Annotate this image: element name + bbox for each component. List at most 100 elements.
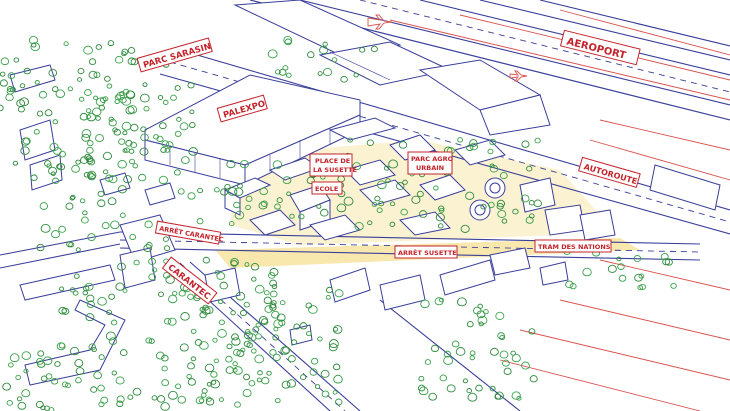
tree-icon bbox=[263, 296, 272, 305]
tree-icon bbox=[438, 207, 445, 213]
tree-icon bbox=[79, 112, 88, 121]
tree-icon bbox=[469, 350, 476, 356]
tree-icon bbox=[108, 118, 117, 127]
tree-icon bbox=[466, 321, 474, 328]
tree-icon bbox=[286, 379, 297, 388]
tree-icon bbox=[213, 187, 220, 193]
tree-icon bbox=[55, 89, 66, 98]
tree-icon bbox=[39, 202, 49, 210]
tree-icon bbox=[127, 47, 136, 54]
tree-icon bbox=[22, 137, 31, 145]
tree-icon bbox=[5, 93, 14, 102]
tree-icon bbox=[435, 213, 445, 222]
tree-icon bbox=[0, 71, 6, 77]
tree-icon bbox=[75, 377, 82, 384]
tree-icon bbox=[239, 309, 247, 317]
tree-icon bbox=[298, 213, 305, 220]
tree-icon bbox=[87, 233, 96, 241]
tree-icon bbox=[328, 339, 339, 348]
tree-icon bbox=[52, 119, 59, 125]
tree-icon bbox=[499, 350, 509, 359]
tree-icon bbox=[489, 164, 499, 173]
tree-icon bbox=[272, 160, 283, 169]
tree-icon bbox=[307, 51, 315, 59]
tree-icon bbox=[181, 156, 190, 164]
tree-icon bbox=[343, 196, 354, 206]
tree-icon bbox=[254, 284, 265, 294]
tree-icon bbox=[252, 326, 260, 333]
tree-icon bbox=[78, 96, 85, 102]
tree-icon bbox=[282, 346, 291, 354]
tree-icon bbox=[71, 164, 80, 173]
tree-icon bbox=[201, 392, 207, 398]
tree-icon bbox=[179, 122, 189, 131]
tree-icon bbox=[82, 210, 88, 216]
tree-icon bbox=[116, 400, 124, 407]
tree-icon bbox=[108, 175, 118, 184]
tree-icon bbox=[115, 282, 125, 291]
tree-icon bbox=[177, 188, 185, 195]
tree-icon bbox=[194, 339, 203, 346]
tree-icon bbox=[2, 382, 11, 391]
label-autoroute: AUTOROUTE bbox=[578, 156, 641, 188]
tree-icon bbox=[6, 400, 13, 406]
tree-icon bbox=[58, 342, 66, 349]
tree-icon bbox=[187, 81, 195, 89]
tree-icon bbox=[145, 242, 153, 249]
tree-icon bbox=[178, 290, 186, 297]
tree-icon bbox=[325, 286, 333, 294]
tree-icon bbox=[248, 380, 256, 387]
tree-icon bbox=[261, 376, 270, 385]
tree-icon bbox=[278, 68, 287, 76]
tree-icon bbox=[143, 105, 150, 112]
tree-icon bbox=[263, 290, 270, 296]
tree-icon bbox=[187, 362, 195, 370]
tree-icon bbox=[174, 85, 181, 91]
plane-icon bbox=[367, 14, 393, 30]
tree-icon bbox=[201, 306, 211, 315]
tree-icon bbox=[88, 70, 98, 79]
tree-icon bbox=[19, 83, 26, 89]
tree-icon bbox=[244, 262, 250, 267]
tree-icon bbox=[502, 359, 510, 367]
svg-text:ECOLE: ECOLE bbox=[315, 185, 338, 193]
tree-icon bbox=[170, 94, 177, 101]
tree-icon bbox=[93, 71, 101, 78]
tree-icon bbox=[273, 326, 279, 332]
tree-icon bbox=[114, 99, 120, 104]
tree-icon bbox=[234, 401, 241, 408]
tree-icon bbox=[617, 263, 625, 270]
tree-icon bbox=[151, 267, 158, 273]
tree-icon bbox=[86, 140, 94, 147]
tree-icon bbox=[487, 201, 495, 208]
tree-icon bbox=[48, 68, 58, 77]
tree-icon bbox=[352, 162, 362, 171]
tree-icon bbox=[269, 349, 277, 356]
label-parc-sarasin: PARC SARASIN bbox=[136, 37, 213, 73]
tree-icon bbox=[246, 342, 253, 349]
tree-icon bbox=[108, 293, 115, 300]
tree-icon bbox=[127, 57, 136, 65]
tree-icon bbox=[75, 367, 85, 375]
tree-icon bbox=[283, 35, 293, 45]
tree-icon bbox=[102, 169, 109, 175]
tree-icon bbox=[187, 192, 196, 200]
tree-icon bbox=[21, 389, 31, 398]
tree-icon bbox=[466, 144, 474, 151]
tree-icon bbox=[16, 99, 25, 108]
tree-icon bbox=[534, 137, 541, 144]
label-tram-des-nations: TRAM DES NATIONS bbox=[534, 239, 612, 253]
svg-text:PLACE DE: PLACE DE bbox=[315, 157, 350, 165]
tree-icon bbox=[75, 247, 81, 252]
tree-icon bbox=[465, 191, 475, 200]
tree-icon bbox=[87, 173, 96, 181]
tree-icon bbox=[51, 230, 60, 239]
tree-icon bbox=[218, 299, 224, 305]
tree-icon bbox=[114, 55, 124, 64]
tree-icon bbox=[230, 310, 236, 316]
tree-icon bbox=[660, 252, 669, 261]
tree-icon bbox=[81, 133, 91, 142]
tree-icon bbox=[213, 358, 219, 364]
tree-icon bbox=[117, 262, 126, 271]
tree-icon bbox=[121, 51, 127, 57]
